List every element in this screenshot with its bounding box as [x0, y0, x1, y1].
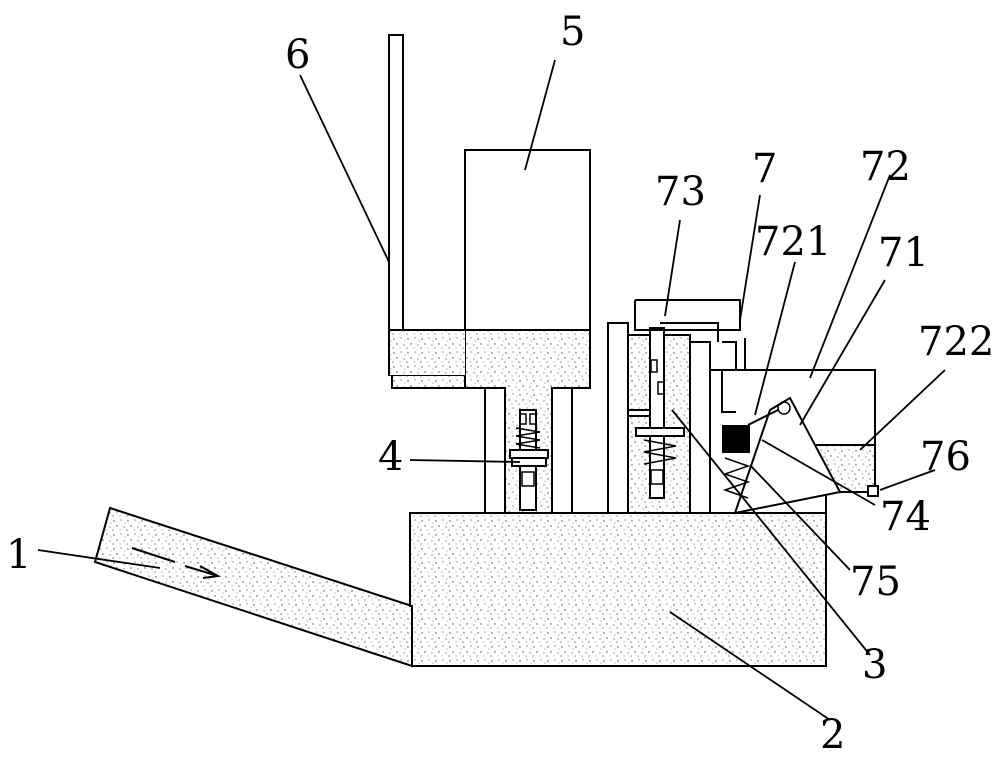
float-block-74: [722, 425, 750, 453]
inlet-pipe: [95, 508, 412, 666]
label-721: 721: [755, 219, 831, 265]
label-76: 76: [920, 434, 971, 480]
label-722: 722: [918, 319, 994, 365]
label-73: 73: [655, 169, 706, 215]
label-72: 72: [860, 144, 911, 190]
label-75: 75: [850, 559, 901, 605]
level-tube: [389, 35, 465, 375]
outlet-76: [868, 486, 878, 496]
label-7: 7: [752, 146, 777, 192]
label-3: 3: [862, 642, 887, 688]
valve-3: [608, 323, 710, 513]
label-1: 1: [6, 532, 31, 578]
main-tank: [410, 513, 826, 666]
label-4: 4: [378, 434, 403, 480]
label-71: 71: [878, 230, 929, 276]
label-74: 74: [880, 494, 931, 540]
label-6: 6: [285, 32, 310, 78]
label-5: 5: [560, 9, 585, 55]
label-2: 2: [820, 712, 845, 758]
